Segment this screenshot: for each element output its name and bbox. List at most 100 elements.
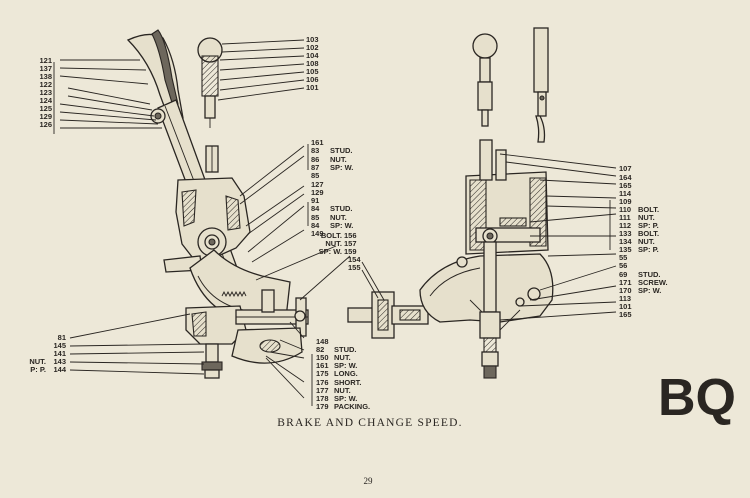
section-code: BQ <box>658 369 736 427</box>
knob-spring-plunger <box>197 37 223 128</box>
callout-desc: STUD. <box>330 204 353 213</box>
callout-num: 129 <box>39 112 52 121</box>
callout-desc: SP: W. <box>319 247 342 256</box>
page-number: 29 <box>364 476 374 486</box>
callout-desc: STUD. <box>334 345 357 354</box>
callout-num: 175 <box>316 369 329 378</box>
callout-desc: BOLT. <box>321 231 342 240</box>
callout-num: 110 <box>619 205 631 214</box>
callout-desc: SP: W. <box>334 361 357 370</box>
callout-num: 69 <box>619 270 627 279</box>
quadrant-teeth <box>221 290 247 298</box>
callout-num: 161 <box>316 361 329 370</box>
callout-num: 144 <box>53 365 66 374</box>
callout-num: 133 <box>619 229 632 238</box>
callout-desc: SP: W. <box>330 163 353 172</box>
callout-num: 81 <box>58 333 66 342</box>
callout-num: 85 <box>311 171 319 180</box>
callout-num: 127 <box>311 180 324 189</box>
callout-num: 171 <box>619 278 632 287</box>
callout-desc: NUT. <box>638 237 655 246</box>
callout-num: 108 <box>306 59 319 68</box>
callout-num: 145 <box>53 341 66 350</box>
callout-desc: NUT. <box>29 357 46 366</box>
callout-num: 104 <box>306 51 319 60</box>
callout-num: 101 <box>306 83 319 92</box>
callout-num: 138 <box>39 72 52 81</box>
callout-num: 177 <box>316 386 329 395</box>
callout-num: 82 <box>316 345 324 354</box>
callout-num: 165 <box>619 310 632 319</box>
change-speed-assembly <box>419 27 554 379</box>
callout-num: 124 <box>39 96 52 105</box>
callout-desc: NUT. <box>638 213 655 222</box>
callout-num: 129 <box>311 188 324 197</box>
callout-num: 159 <box>344 247 357 256</box>
callout-desc: SHORT. <box>334 378 362 387</box>
callout-num: 155 <box>348 263 361 272</box>
callout-num: 84 <box>311 204 320 213</box>
callout-num: 170 <box>619 286 632 295</box>
callout-num: 178 <box>316 394 329 403</box>
leader-lines <box>59 39 617 399</box>
connecting-link <box>347 291 429 339</box>
callout-num: 164 <box>619 173 632 182</box>
callout-num: 113 <box>619 294 631 303</box>
callout-num: 56 <box>619 261 627 270</box>
callout-num: 87 <box>311 163 319 172</box>
callout-num: 154 <box>348 255 361 264</box>
callout-num: 85 <box>311 213 319 222</box>
callout-num: 101 <box>619 302 632 311</box>
callout-num: 103 <box>306 35 319 44</box>
callout-num: 114 <box>619 189 632 198</box>
callout-desc: BOLT. <box>638 229 659 238</box>
callout-num: 122 <box>39 80 52 89</box>
callout-num: 137 <box>39 64 52 73</box>
callout-desc: SCREW. <box>638 278 668 287</box>
brake-lever-assembly <box>126 29 309 379</box>
callout-num: 102 <box>306 43 319 52</box>
callout-desc: LONG. <box>334 369 358 378</box>
callout-num: 165 <box>619 181 632 190</box>
callout-desc: BOLT. <box>638 205 659 214</box>
callout-num: 107 <box>619 164 632 173</box>
callout-desc: NUT. <box>325 239 342 248</box>
callout-desc: NUT. <box>334 353 351 362</box>
callout-num: 106 <box>306 75 319 84</box>
callout-desc: SP: P. <box>638 245 659 254</box>
callout-desc: P: P. <box>30 365 46 374</box>
callout-num: 149 <box>311 229 324 238</box>
callout-num: 176 <box>316 378 329 387</box>
callout-num: 126 <box>39 120 52 129</box>
callout-desc: PACKING. <box>334 402 370 411</box>
callout-desc: STUD. <box>638 270 661 279</box>
callout-num: 83 <box>311 146 319 155</box>
callout-desc: SP: W. <box>638 286 661 295</box>
callout-desc: SP: P. <box>638 221 659 230</box>
callout-num: 105 <box>306 67 319 76</box>
callout-num: 109 <box>619 197 632 206</box>
callout-num: 123 <box>39 88 52 97</box>
callout-num: 135 <box>619 245 632 254</box>
callout-desc: SP: W. <box>330 221 353 230</box>
callout-num: 55 <box>619 253 627 262</box>
callout-num: 84 <box>311 221 320 230</box>
callout-desc: STUD. <box>330 146 353 155</box>
callout-num: 143 <box>53 357 66 366</box>
callout-num: 112 <box>619 221 631 230</box>
callout-desc: NUT. <box>330 155 347 164</box>
callout-num: 150 <box>316 353 329 362</box>
callout-num: 157 <box>344 239 357 248</box>
callout-num: 125 <box>39 104 52 113</box>
callout-num: 141 <box>53 349 66 358</box>
callout-desc: NUT. <box>330 213 347 222</box>
callout-num: 179 <box>316 402 329 411</box>
callout-num: 86 <box>311 155 319 164</box>
